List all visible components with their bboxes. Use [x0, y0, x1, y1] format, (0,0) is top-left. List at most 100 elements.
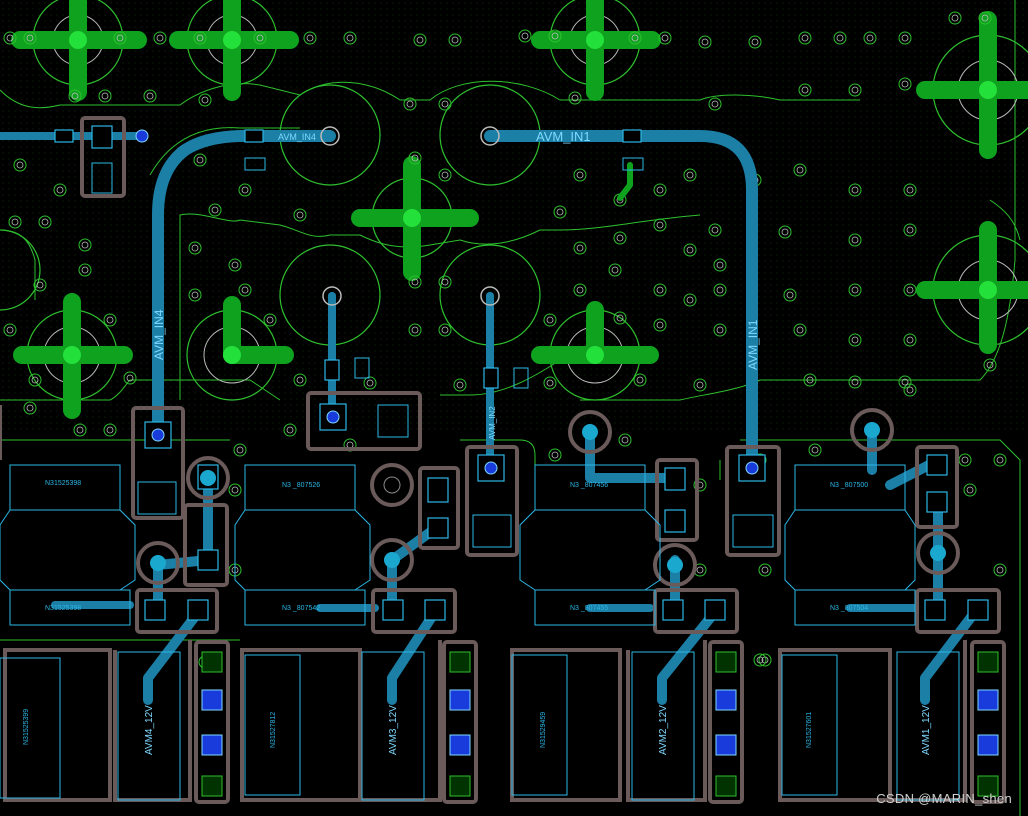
- stitch-via-drill: [906, 386, 914, 394]
- stitch-via: [283, 423, 297, 437]
- stitch-via-drill: [211, 206, 219, 214]
- stitch-via-drill: [621, 436, 629, 444]
- stitch-via: [3, 31, 17, 45]
- stitch-via-drill: [191, 291, 199, 299]
- stitch-via-drill: [981, 14, 989, 22]
- ref-r2: N3 _807526: [282, 482, 320, 489]
- stitch-via: [793, 163, 807, 177]
- stitch-via-drill: [441, 326, 449, 334]
- stitch-via-drill: [441, 278, 449, 286]
- silkscreen-outlines: [0, 116, 1006, 804]
- stitch-via: [808, 443, 822, 457]
- stitch-via: [238, 283, 252, 297]
- stitch-via: [143, 89, 157, 103]
- stitch-via: [898, 77, 912, 91]
- stitch-via: [698, 35, 712, 49]
- stitch-via: [573, 168, 587, 182]
- stitch-via-drill: [851, 286, 859, 294]
- thermal-pad-tl1: [11, 0, 147, 101]
- stitch-via: [53, 183, 67, 197]
- stitch-via-drill: [801, 86, 809, 94]
- stitch-via-drill: [901, 34, 909, 42]
- stitch-via-drill: [71, 92, 79, 100]
- stitch-via-drill: [866, 34, 874, 42]
- thermal-pad-ml: [13, 293, 133, 419]
- stitch-via-drill: [521, 32, 529, 40]
- stitch-via-drill: [456, 381, 464, 389]
- ref-r1: N31525398: [45, 480, 81, 487]
- stitch-via: [73, 423, 87, 437]
- stitch-via: [198, 93, 212, 107]
- stitch-via: [8, 215, 22, 229]
- stitch-via: [293, 373, 307, 387]
- thermal-pad-tr1: [916, 11, 1028, 159]
- stitch-via-drill: [441, 100, 449, 108]
- stitch-via-drill: [56, 186, 64, 194]
- stitch-via: [713, 323, 727, 337]
- stitch-via: [448, 33, 462, 47]
- stitch-via-drill: [546, 316, 554, 324]
- stitch-via-drill: [451, 36, 459, 44]
- stitch-via-drill: [851, 186, 859, 194]
- stitch-via-drill: [256, 34, 264, 42]
- stitch-via: [188, 241, 202, 255]
- stitch-via-drill: [231, 486, 239, 494]
- stitch-via: [903, 383, 917, 397]
- net-labels: AVM_IN1 AVM_IN1 AVM_IN4 AVM_IN4 AVM_IN2 …: [144, 129, 932, 755]
- stitch-via-drill: [296, 376, 304, 384]
- part-references: N31525398 N3 _807526 N3 _807456 N3 _8075…: [23, 480, 868, 748]
- stitch-via: [293, 208, 307, 222]
- stitch-via-drill: [26, 404, 34, 412]
- stitch-via-drill: [231, 261, 239, 269]
- stitch-via: [548, 448, 562, 462]
- stitch-via-drill: [951, 14, 959, 22]
- stitch-via-drill: [631, 34, 639, 42]
- stitch-via-drill: [406, 100, 414, 108]
- ref-r7: N3 _807455: [570, 605, 608, 612]
- stitch-via-drill: [851, 236, 859, 244]
- stitch-via-drill: [6, 326, 14, 334]
- ref-c3: N31529459: [540, 712, 547, 748]
- stitch-via: [748, 35, 762, 49]
- stitch-via-drill: [191, 244, 199, 252]
- stitch-via: [848, 375, 862, 389]
- stitch-via: [438, 323, 452, 337]
- stitch-via: [903, 283, 917, 297]
- ref-c1: N31525399: [23, 709, 30, 745]
- stitch-via: [193, 31, 207, 45]
- stitch-via-drill: [146, 92, 154, 100]
- stitch-via-drill: [126, 374, 134, 382]
- stitch-via: [153, 31, 167, 45]
- stitch-via-drill: [906, 186, 914, 194]
- stitch-via-drill: [201, 96, 209, 104]
- ref-r4: N3 _807500: [830, 482, 868, 489]
- stitch-via-drill: [366, 379, 374, 387]
- stitch-via: [863, 31, 877, 45]
- bottom-pad-column[interactable]: [201, 651, 999, 797]
- stitch-via-drill: [636, 376, 644, 384]
- stitch-via: [903, 333, 917, 347]
- stitch-via: [983, 358, 997, 372]
- stitch-via-drill: [241, 286, 249, 294]
- stitch-via: [993, 563, 1007, 577]
- stitch-via: [303, 31, 317, 45]
- stitch-via: [78, 238, 92, 252]
- stitch-via-drill: [81, 241, 89, 249]
- stitch-via: [23, 31, 37, 45]
- stitch-via-drill: [196, 34, 204, 42]
- stitch-via: [693, 378, 707, 392]
- stitch-via-drill: [711, 226, 719, 234]
- stitch-via-drill: [306, 34, 314, 42]
- stitch-via-drill: [656, 221, 664, 229]
- stitch-via-drill: [786, 291, 794, 299]
- stitch-via: [618, 433, 632, 447]
- stitch-via-drill: [411, 154, 419, 162]
- stitch-via: [68, 89, 82, 103]
- stitch-via: [518, 29, 532, 43]
- stitch-via: [713, 258, 727, 272]
- stitch-via: [993, 453, 1007, 467]
- stitch-via: [753, 653, 767, 667]
- stitch-via: [113, 31, 127, 45]
- stitch-via: [848, 183, 862, 197]
